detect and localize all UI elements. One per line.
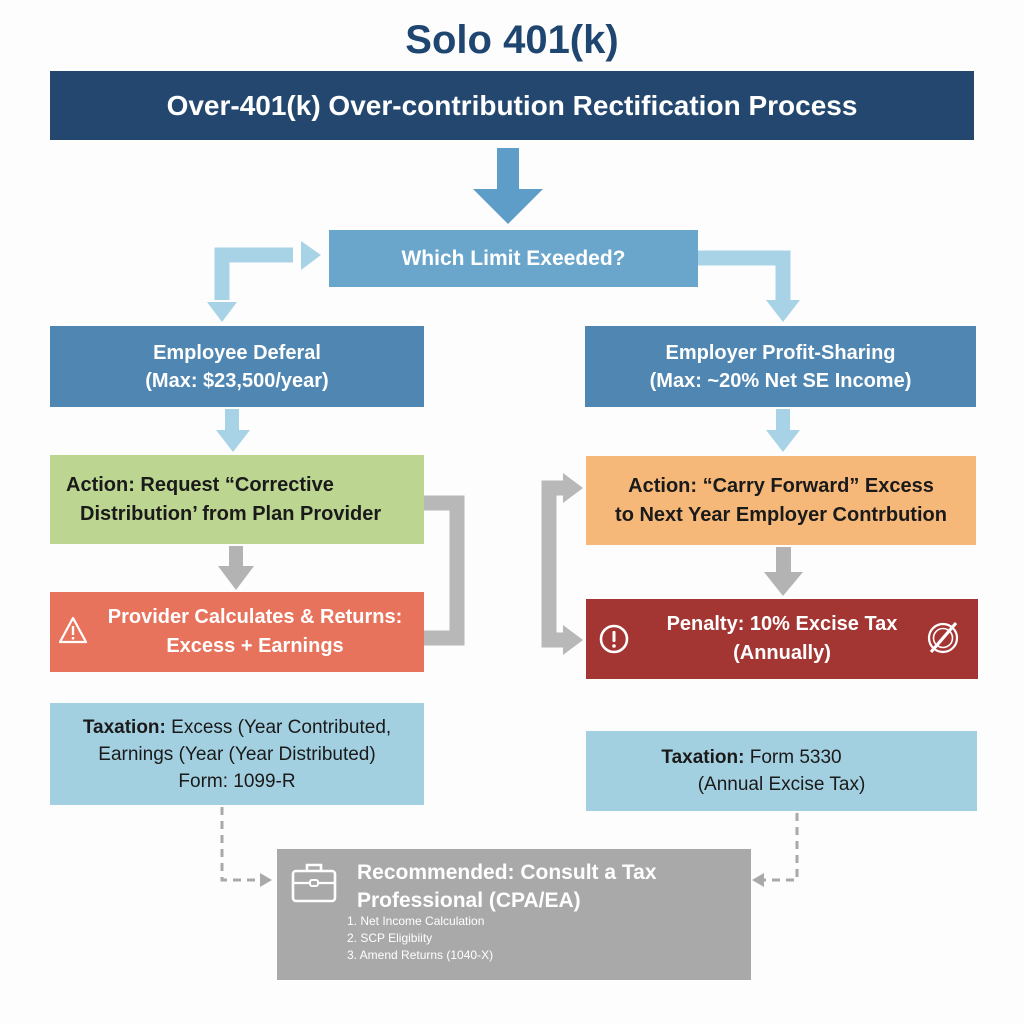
process-banner: Over-401(k) Over-contribution Rectificat…	[50, 71, 974, 140]
action-line-1: Action: Request “Corrective	[66, 473, 334, 496]
taxation-left-line-1: Taxation: Excess (Year Contributed,	[83, 714, 391, 741]
arrow-decision-to-left	[214, 247, 293, 300]
exclamation-circle-icon	[598, 623, 630, 664]
employer-profit-sharing-node: Employer Profit-Sharing (Max: ~20% Net S…	[585, 326, 976, 407]
employer-profit-sharing-title: Employer Profit-Sharing	[665, 341, 896, 364]
penalty-node: Penalty: 10% Excise Tax (Annually)	[586, 599, 978, 679]
action-right-line-1: Action: “Carry Forward” Excess	[628, 474, 934, 497]
list-item: 2. SCP Eligibiity	[347, 931, 433, 945]
corrective-distribution-action-node: Action: Request “Corrective Distribution…	[50, 455, 424, 544]
warning-triangle-icon	[58, 616, 88, 653]
taxation-left-text-1: Excess (Year Contributed,	[171, 716, 392, 738]
taxation-left-node: Taxation: Excess (Year Contributed, Earn…	[50, 703, 424, 805]
prohibited-icon	[924, 619, 962, 666]
provider-returns-node: Provider Calculates & Returns: Excess + …	[50, 592, 424, 672]
carry-forward-action-node: Action: “Carry Forward” Excess to Next Y…	[586, 456, 976, 545]
penalty-line-2: (Annually)	[733, 642, 831, 664]
taxation-right-node: Taxation: Form 5330 (Annual Excise Tax)	[586, 731, 977, 811]
bracket-connector-right	[541, 480, 566, 648]
consult-professional-node: Recommended: Consult a Tax Professional …	[277, 849, 751, 980]
employee-deferral-node: Employee Deferal (Max: $23,500/year)	[50, 326, 424, 407]
employer-profit-sharing-max: (Max: ~20% Net SE Income)	[649, 369, 912, 392]
arrow-decision-to-right	[698, 250, 791, 300]
decision-label: Which Limit Exeeded?	[401, 246, 626, 270]
consult-heading-line-2: Professional (CPA/EA)	[357, 889, 581, 912]
taxation-label: Taxation:	[661, 747, 745, 768]
briefcase-icon	[291, 861, 337, 908]
penalty-line-1: Penalty: 10% Excise Tax	[666, 613, 898, 635]
action-line-2: Distribution’ from Plan Provider	[80, 502, 382, 525]
list-item: 1. Net Income Calculation	[347, 914, 485, 928]
provider-line-2: Excess + Earnings	[166, 635, 344, 657]
taxation-left-line-2: Earnings (Year (Year Distributed)	[98, 743, 376, 765]
employee-deferral-title: Employee Deferal	[153, 341, 321, 364]
consult-checklist: 1. Net Income Calculation 2. SCP Eligibi…	[347, 913, 493, 964]
taxation-label: Taxation:	[82, 716, 166, 738]
taxation-right-line-2: (Annual Excise Tax)	[697, 774, 866, 795]
list-item: 3. Amend Returns (1040-X)	[347, 948, 494, 962]
provider-line-1: Provider Calculates & Returns:	[107, 606, 403, 628]
dashed-connector-left	[220, 807, 262, 882]
action-right-line-2: to Next Year Employer Contrbution	[615, 503, 947, 526]
dashed-connector-right	[762, 813, 799, 882]
consult-heading-line-1: Recommended: Consult a Tax	[357, 861, 657, 884]
consult-heading: Recommended: Consult a Tax Professional …	[357, 859, 657, 915]
taxation-left-line-3: Form: 1099-R	[178, 770, 296, 792]
arrow-banner-to-decision	[473, 148, 543, 224]
taxation-right-line-1: Taxation: Form 5330	[661, 744, 841, 771]
page-title: Solo 401(k)	[405, 18, 619, 62]
decision-node: Which Limit Exeeded?	[329, 230, 698, 287]
bracket-connector-left	[424, 495, 465, 646]
employee-deferral-max: (Max: $23,500/year)	[145, 369, 329, 392]
taxation-right-text-1: Form 5330	[749, 747, 842, 768]
